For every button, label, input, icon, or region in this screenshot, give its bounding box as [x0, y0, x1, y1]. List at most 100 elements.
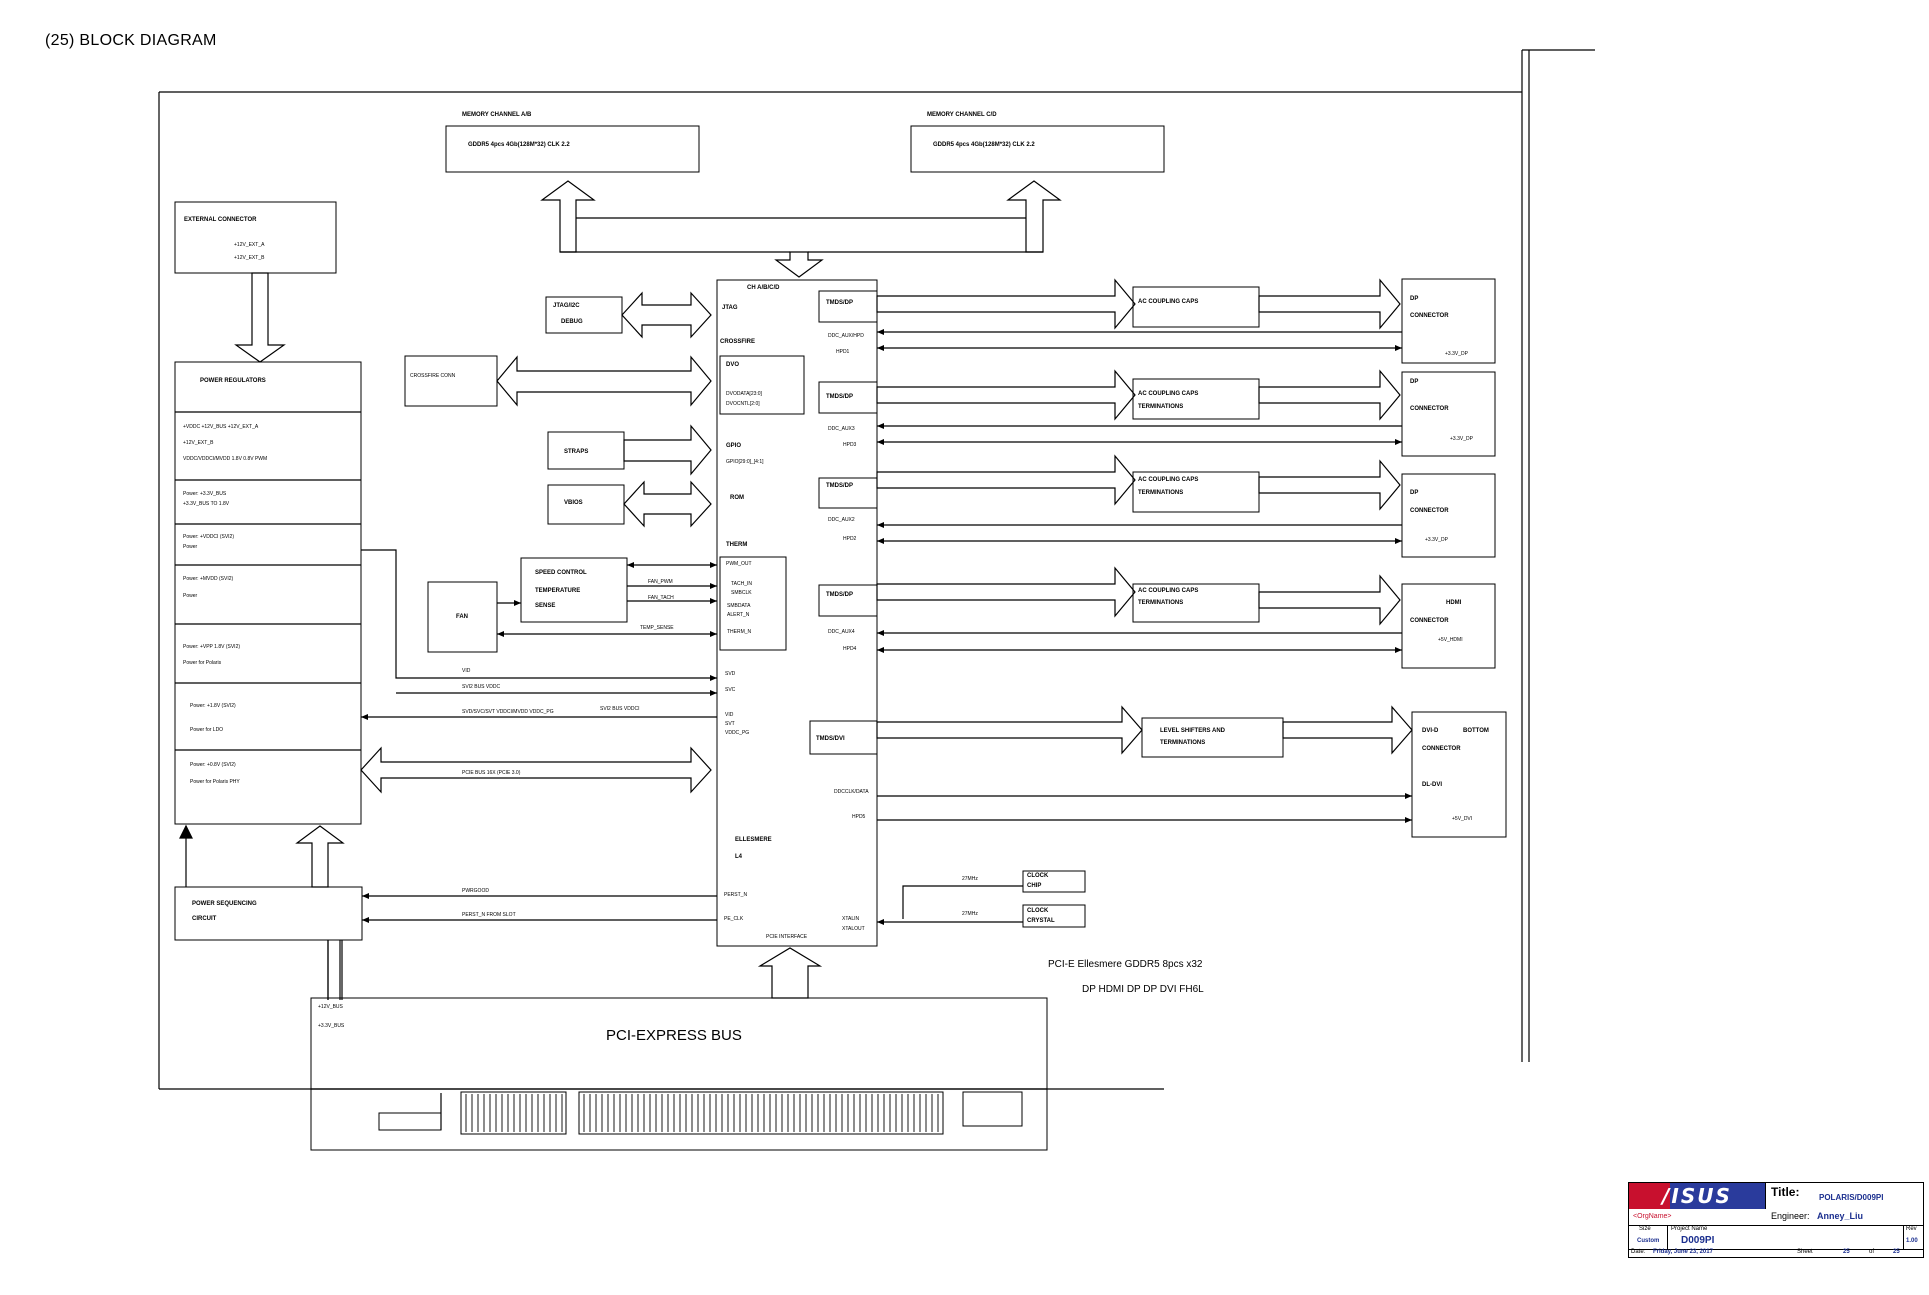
svg-text:SPEED CONTROL: SPEED CONTROL: [535, 570, 587, 576]
size-label: Size: [1639, 1226, 1651, 1232]
signal-arrowhead: [877, 647, 884, 653]
svg-text:27MHz: 27MHz: [962, 911, 978, 917]
crossfire-conn: CROSSFIRE CONN: [404, 355, 712, 407]
svg-text:CROSSFIRE CONN: CROSSFIRE CONN: [410, 373, 456, 379]
svg-text:HPD1: HPD1: [836, 349, 850, 355]
svg-text:TEMPERATURE: TEMPERATURE: [535, 588, 580, 594]
sheet-value: 25: [1843, 1249, 1850, 1255]
svg-text:PCIE INTERFACE: PCIE INTERFACE: [766, 934, 808, 940]
signal-arrowhead: [361, 714, 368, 720]
svg-text:FAN_TACH: FAN_TACH: [648, 595, 674, 601]
power-buses: VID SVI2 BUS VDDC SVD/SVC/SVT VDDCI/MVDD…: [360, 549, 717, 921]
signal-arrowhead: [877, 345, 884, 351]
svg-text:Power: +VDDCI (SVI2): Power: +VDDCI (SVI2): [183, 534, 234, 540]
svg-text:TMDS/DVI: TMDS/DVI: [816, 736, 845, 742]
memory-channel-ab: MEMORY CHANNEL A/B GDDR5 4pcs 4Gb(128M*3…: [445, 112, 700, 173]
svg-text:PE_CLK: PE_CLK: [724, 916, 744, 922]
svg-text:+3.3V_DP: +3.3V_DP: [1445, 351, 1469, 357]
svg-text:SVI2 BUS VDDCI: SVI2 BUS VDDCI: [600, 706, 639, 712]
title-label: Title:: [1771, 1185, 1800, 1199]
svg-text:+5V_DVI: +5V_DVI: [1452, 816, 1472, 822]
svg-text:SVD/SVC/SVT VDDCI/MVDD VDDC_PG: SVD/SVC/SVT VDDCI/MVDD VDDC_PG: [462, 709, 554, 715]
svg-text:DL-DVI: DL-DVI: [1422, 782, 1442, 788]
svg-text:SVD: SVD: [725, 671, 736, 677]
signal-arrowhead: [877, 423, 884, 429]
svg-text:VDDC_PG: VDDC_PG: [725, 730, 749, 736]
sheet-label: Sheet: [1797, 1249, 1813, 1255]
svg-text:CONNECTOR: CONNECTOR: [1410, 508, 1449, 514]
svg-text:TERMINATIONS: TERMINATIONS: [1160, 740, 1205, 746]
gpu-ellesmere: CH A/B/C/D JTAG CROSSFIRE DVO DVODATA[23…: [716, 279, 878, 947]
svg-text:DDC_AUX3: DDC_AUX3: [828, 426, 855, 432]
signal-arrowhead: [877, 538, 884, 544]
svg-text:CRYSTAL: CRYSTAL: [1027, 918, 1055, 924]
svg-text:GDDR5 4pcs 4Gb(128M*32) CLK 2.: GDDR5 4pcs 4Gb(128M*32) CLK 2.2: [468, 142, 570, 148]
svg-text:TERMINATIONS: TERMINATIONS: [1138, 490, 1183, 496]
svg-text:Power: +MVDD (SVI2): Power: +MVDD (SVI2): [183, 576, 233, 582]
svg-text:+3.3V_DP: +3.3V_DP: [1425, 537, 1449, 543]
signal-arrowhead: [877, 329, 884, 335]
svg-text:AC COUPLING CAPS: AC COUPLING CAPS: [1138, 299, 1198, 305]
rev-value: 1.00: [1906, 1238, 1918, 1244]
svg-text:HPD5: HPD5: [852, 814, 866, 820]
org-name: <OrgName>: [1633, 1213, 1672, 1220]
svg-text:+3.3V_BUS: +3.3V_BUS: [318, 1023, 345, 1029]
svg-text:Power: Power: [183, 544, 198, 550]
svg-text:JTAG/I2C: JTAG/I2C: [553, 303, 580, 309]
memory-bus-arrows: [540, 180, 1062, 278]
signal-arrowhead: [710, 562, 717, 568]
svg-text:+3.3V_DP: +3.3V_DP: [1450, 436, 1474, 442]
signal-arrowhead: [1405, 793, 1412, 799]
svg-text:+5V_HDMI: +5V_HDMI: [1438, 637, 1463, 643]
signal-arrowhead: [877, 630, 884, 636]
signal-arrowhead: [1395, 345, 1402, 351]
signal-arrowhead: [362, 893, 369, 899]
svg-text:GDDR5 4pcs 4Gb(128M*32) CLK 2.: GDDR5 4pcs 4Gb(128M*32) CLK 2.2: [933, 142, 1035, 148]
svg-text:SVI2 BUS VDDC: SVI2 BUS VDDC: [462, 684, 500, 690]
svg-text:HPD3: HPD3: [843, 442, 857, 448]
svg-text:VID: VID: [725, 712, 734, 718]
svg-text:CHIP: CHIP: [1027, 883, 1041, 889]
svg-text:HDMI: HDMI: [1446, 600, 1462, 606]
svg-text:DP: DP: [1410, 490, 1418, 496]
signal-arrowhead: [362, 917, 369, 923]
power-sequencing: POWER SEQUENCING CIRCUIT: [174, 824, 363, 1000]
sheet-of: of: [1869, 1249, 1875, 1255]
svg-text:PWM_OUT: PWM_OUT: [726, 561, 752, 567]
svg-text:AC COUPLING CAPS: AC COUPLING CAPS: [1138, 391, 1198, 397]
svg-text:CONNECTOR: CONNECTOR: [1410, 618, 1449, 624]
svg-text:PCIE BUS 16X (PCIE 3.0): PCIE BUS 16X (PCIE 3.0): [462, 770, 521, 776]
svg-text:27MHz: 27MHz: [962, 876, 978, 882]
svg-text:MEMORY CHANNEL A/B: MEMORY CHANNEL A/B: [462, 112, 532, 118]
signal-arrowhead: [514, 600, 521, 606]
svg-text:+12V_EXT_A: +12V_EXT_A: [234, 242, 265, 248]
svg-text:TMDS/DP: TMDS/DP: [826, 300, 853, 306]
svg-text:XTALIN: XTALIN: [842, 916, 860, 922]
svg-text:ALERT_N: ALERT_N: [727, 612, 750, 618]
sheet-total: 25: [1893, 1249, 1900, 1255]
svg-text:GPIO[29:0]_[4:1]: GPIO[29:0]_[4:1]: [726, 459, 764, 465]
svg-text:CONNECTOR: CONNECTOR: [1410, 406, 1449, 412]
signal-arrowhead: [710, 675, 717, 681]
svg-text:LEVEL SHIFTERS AND: LEVEL SHIFTERS AND: [1160, 728, 1226, 734]
signal-arrowhead: [1395, 538, 1402, 544]
svg-text:Power: Power: [183, 593, 198, 599]
svg-text:THERM: THERM: [726, 542, 747, 548]
svg-text:AC COUPLING CAPS: AC COUPLING CAPS: [1138, 477, 1198, 483]
svg-text:SVC: SVC: [725, 687, 736, 693]
svg-text:HPD4: HPD4: [843, 646, 857, 652]
svg-text:POWER REGULATORS: POWER REGULATORS: [200, 378, 266, 384]
svg-text:AC COUPLING CAPS: AC COUPLING CAPS: [1138, 588, 1198, 594]
note-1: PCI-E Ellesmere GDDR5 8pcs x32: [1048, 959, 1203, 970]
pcie-pins-left: [465, 1094, 563, 1132]
svg-text:DVI-D: DVI-D: [1422, 728, 1439, 734]
svg-text:SMBDATA: SMBDATA: [727, 603, 751, 609]
svg-text:DDC_AUX/HPD: DDC_AUX/HPD: [828, 333, 864, 339]
engineer-label: Engineer:: [1771, 1211, 1810, 1221]
svg-text:EXTERNAL CONNECTOR: EXTERNAL CONNECTOR: [184, 217, 257, 223]
svg-text:FAN: FAN: [456, 614, 468, 620]
svg-text:VDDC/VDDCI/MVDD 1.8V 0.8V PWM: VDDC/VDDCI/MVDD 1.8V 0.8V PWM: [183, 456, 267, 462]
svg-text:CLOCK: CLOCK: [1027, 873, 1049, 879]
svg-text:DDC_AUX4: DDC_AUX4: [828, 629, 855, 635]
svg-text:SENSE: SENSE: [535, 603, 555, 609]
